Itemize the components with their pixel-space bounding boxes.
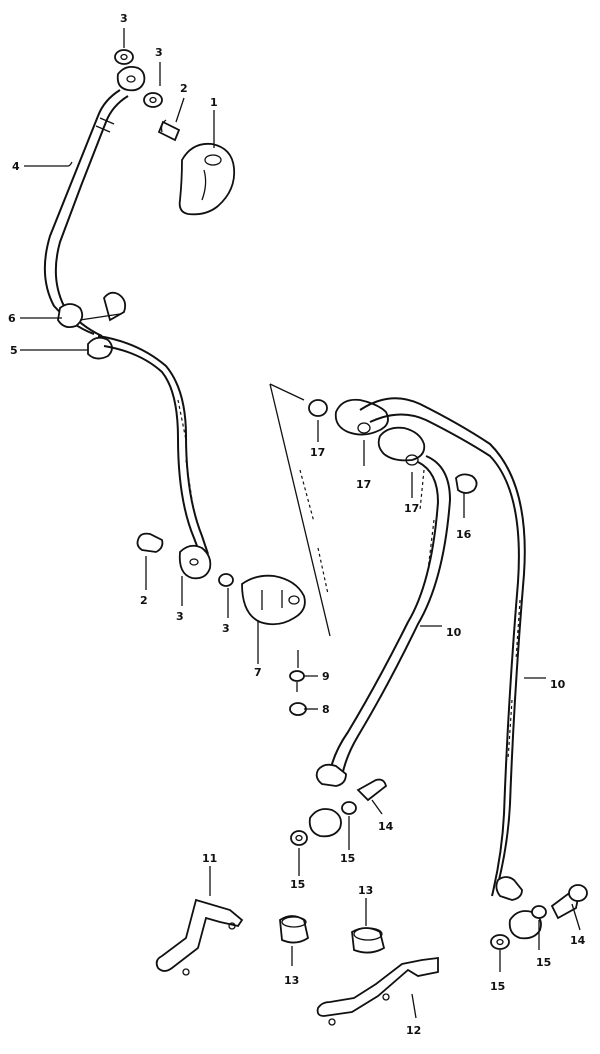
washer-second xyxy=(143,92,163,108)
banjo-fitting-top xyxy=(116,65,146,92)
union-bolt-top xyxy=(157,119,181,142)
hose-clamp-5 xyxy=(87,336,113,360)
callout-12: 12 xyxy=(406,1024,421,1037)
callout-9: 9 xyxy=(322,670,330,683)
washer-top xyxy=(114,49,134,65)
callout-15-c: 15 xyxy=(536,956,551,969)
grommet-13-b xyxy=(351,927,386,954)
upper-hose-group xyxy=(43,49,307,716)
washer-15-a xyxy=(341,801,357,815)
bracket-guide xyxy=(79,291,127,322)
callout-15-d: 15 xyxy=(490,980,505,993)
washer-8 xyxy=(289,702,307,716)
fitting-17-c xyxy=(377,426,426,466)
callout-11: 11 xyxy=(202,852,217,865)
callout-17-b: 17 xyxy=(356,478,371,491)
callout-4: 4 xyxy=(12,160,20,173)
banjo-fitting-lower xyxy=(178,544,212,580)
callout-17-c: 17 xyxy=(404,502,419,515)
union-bolt-lower xyxy=(136,532,164,553)
grommet-13-a xyxy=(279,915,310,944)
leader-lines xyxy=(20,28,581,1019)
bolt-16 xyxy=(455,473,478,494)
callout-10-right: 10 xyxy=(550,678,566,691)
callout-7: 7 xyxy=(254,666,262,679)
bolt-14-a xyxy=(356,778,388,802)
hose-clamp-6 xyxy=(57,303,84,329)
callout-3-second: 3 xyxy=(155,46,163,59)
bolt-9 xyxy=(289,670,305,692)
callout-13-a: 13 xyxy=(284,974,299,987)
banjo-fitting-left xyxy=(308,763,347,838)
bracket-12 xyxy=(316,956,439,1026)
washer-15-b xyxy=(290,830,308,846)
bolt-14-b xyxy=(550,884,588,920)
master-cylinder-cap xyxy=(178,142,236,216)
callout-6: 6 xyxy=(8,312,16,325)
washer-lower xyxy=(218,573,234,587)
callout-2-top: 2 xyxy=(180,82,188,95)
bottom-brackets xyxy=(155,898,439,1026)
fitting-17-a xyxy=(308,399,328,417)
callout-8: 8 xyxy=(322,703,330,716)
callout-14-right: 14 xyxy=(570,934,586,947)
callout-5: 5 xyxy=(10,344,18,357)
callout-labels: 3 3 2 1 4 6 5 2 3 3 7 9 8 17 17 17 16 10… xyxy=(8,12,586,1037)
callout-2-lower: 2 xyxy=(140,594,148,607)
fitting-17-b xyxy=(334,398,389,436)
callout-1: 1 xyxy=(210,96,218,109)
bracket-11 xyxy=(155,898,244,976)
three-way-joint xyxy=(241,574,306,626)
callout-15-b: 15 xyxy=(290,878,305,891)
callout-17-a: 17 xyxy=(310,446,325,459)
callout-3-lower-b: 3 xyxy=(222,622,230,635)
callout-16: 16 xyxy=(456,528,472,541)
callout-14-left: 14 xyxy=(378,820,394,833)
banjo-fitting-right xyxy=(495,876,542,940)
washer-15-d xyxy=(490,934,510,950)
callout-10-left: 10 xyxy=(446,626,462,639)
callout-3-top: 3 xyxy=(120,12,128,25)
callout-15-a: 15 xyxy=(340,852,355,865)
washer-15-c xyxy=(531,905,547,919)
callout-3-lower-a: 3 xyxy=(176,610,184,623)
callout-13-b: 13 xyxy=(358,884,373,897)
right-hose-group xyxy=(290,397,588,950)
